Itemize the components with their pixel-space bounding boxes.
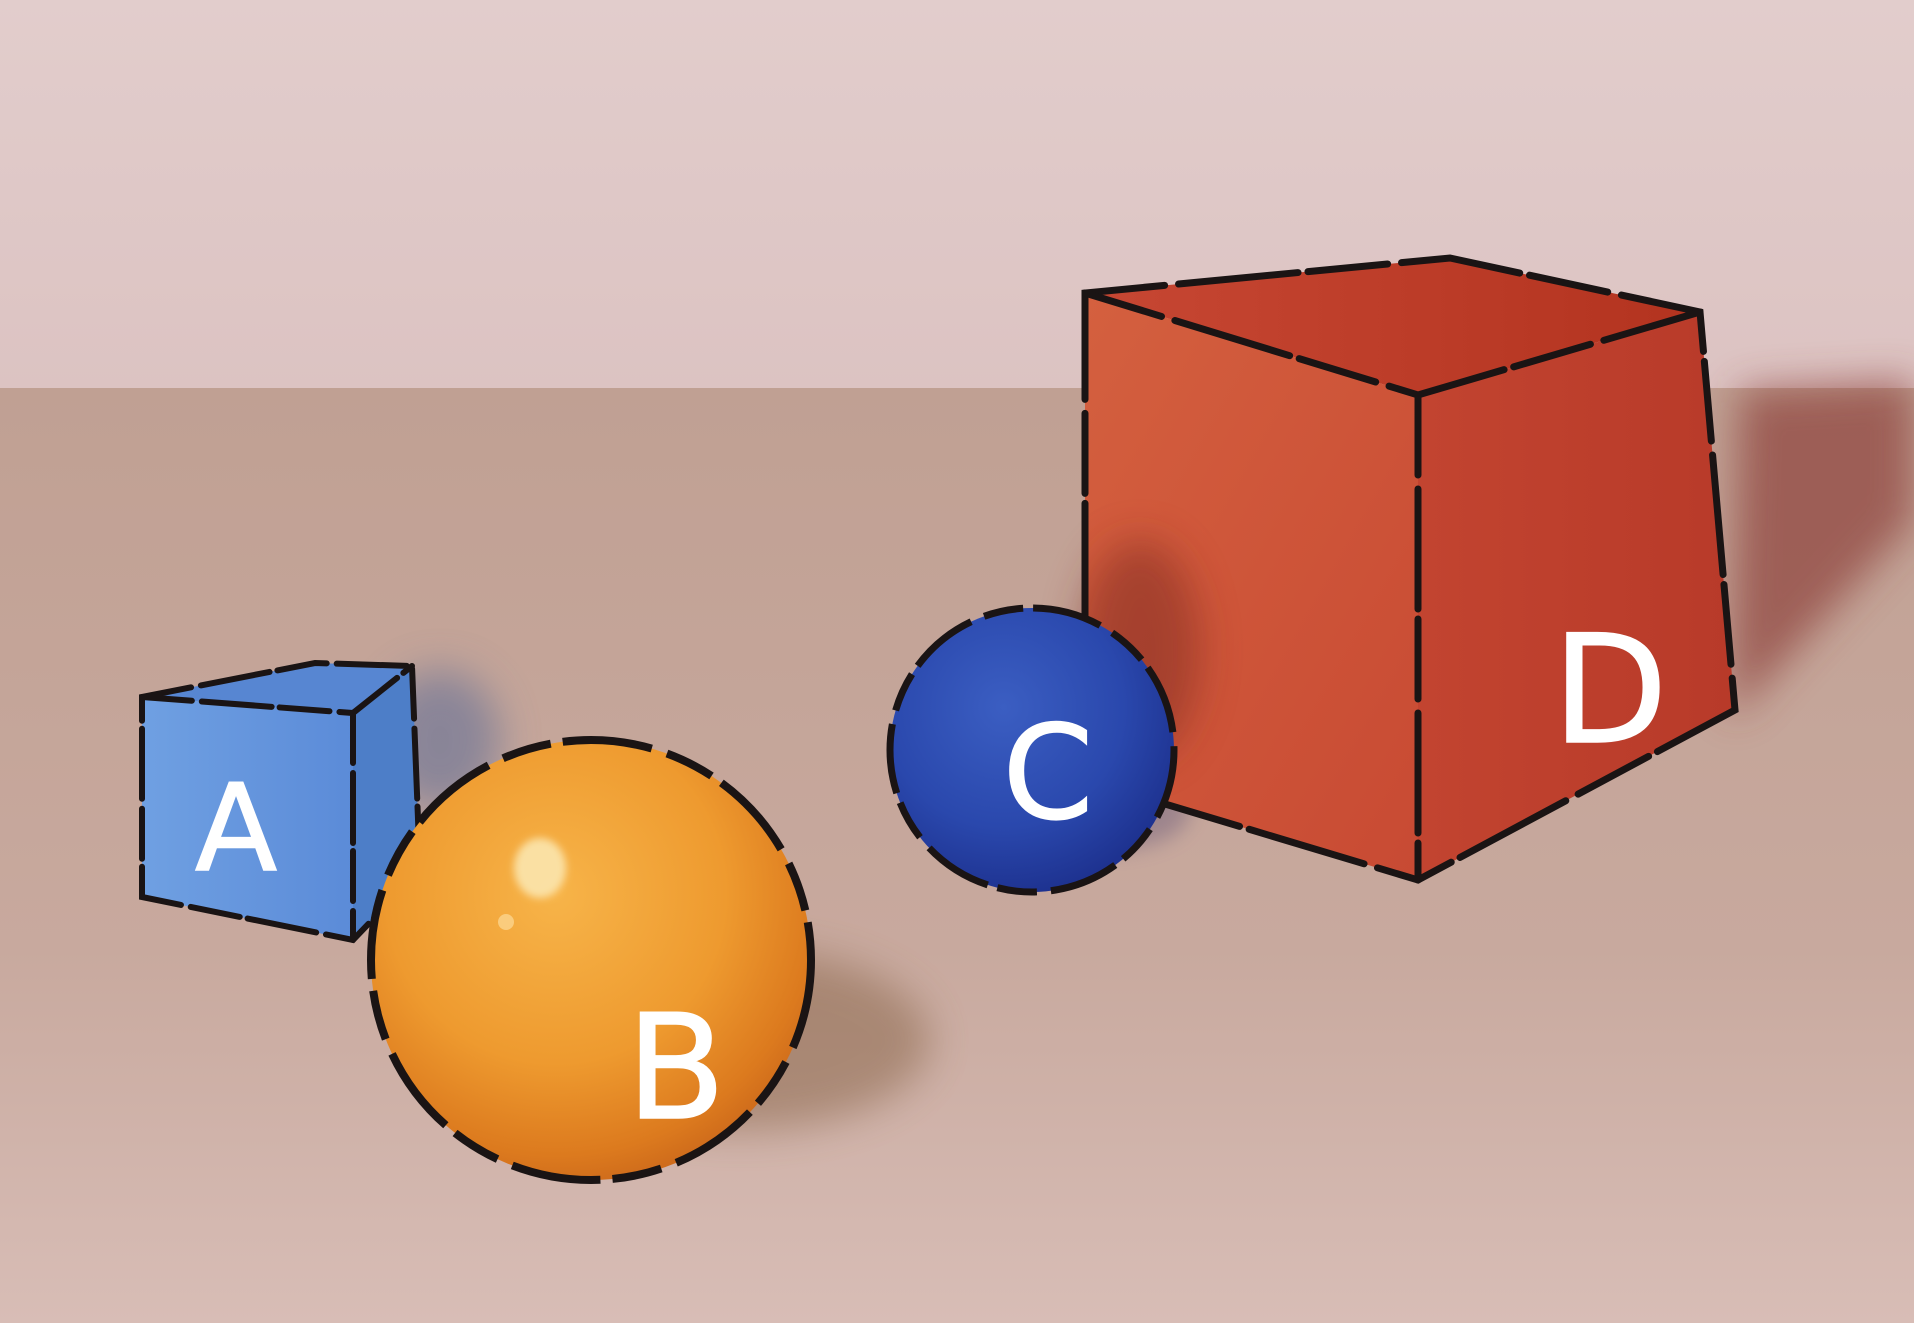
sphere-c: C (886, 604, 1178, 896)
cube-d-shadow (1730, 380, 1914, 720)
cube-a-front-face (142, 697, 353, 940)
cube-d-edges (1081, 289, 1704, 884)
cube-d-top-face (1085, 258, 1700, 395)
sphere-b: B (367, 736, 815, 1184)
cube-d-side-face (1418, 312, 1735, 880)
sphere-c-outline (886, 604, 1178, 896)
sphere-b-label: B (626, 984, 725, 1153)
cube-d: D (1080, 254, 1739, 884)
cube-d-label: D (1552, 604, 1668, 778)
sphere-b-body (371, 740, 811, 1180)
cube-a-edges (139, 663, 415, 943)
cube-a: A (139, 659, 424, 944)
sphere-c-body (890, 608, 1174, 892)
sphere-b-highlight-small (498, 914, 514, 930)
sphere-b-outline (367, 736, 815, 1184)
cube-a-label: A (195, 760, 277, 899)
sphere-b-highlight (514, 838, 566, 898)
sphere-c-label: C (1003, 697, 1094, 849)
